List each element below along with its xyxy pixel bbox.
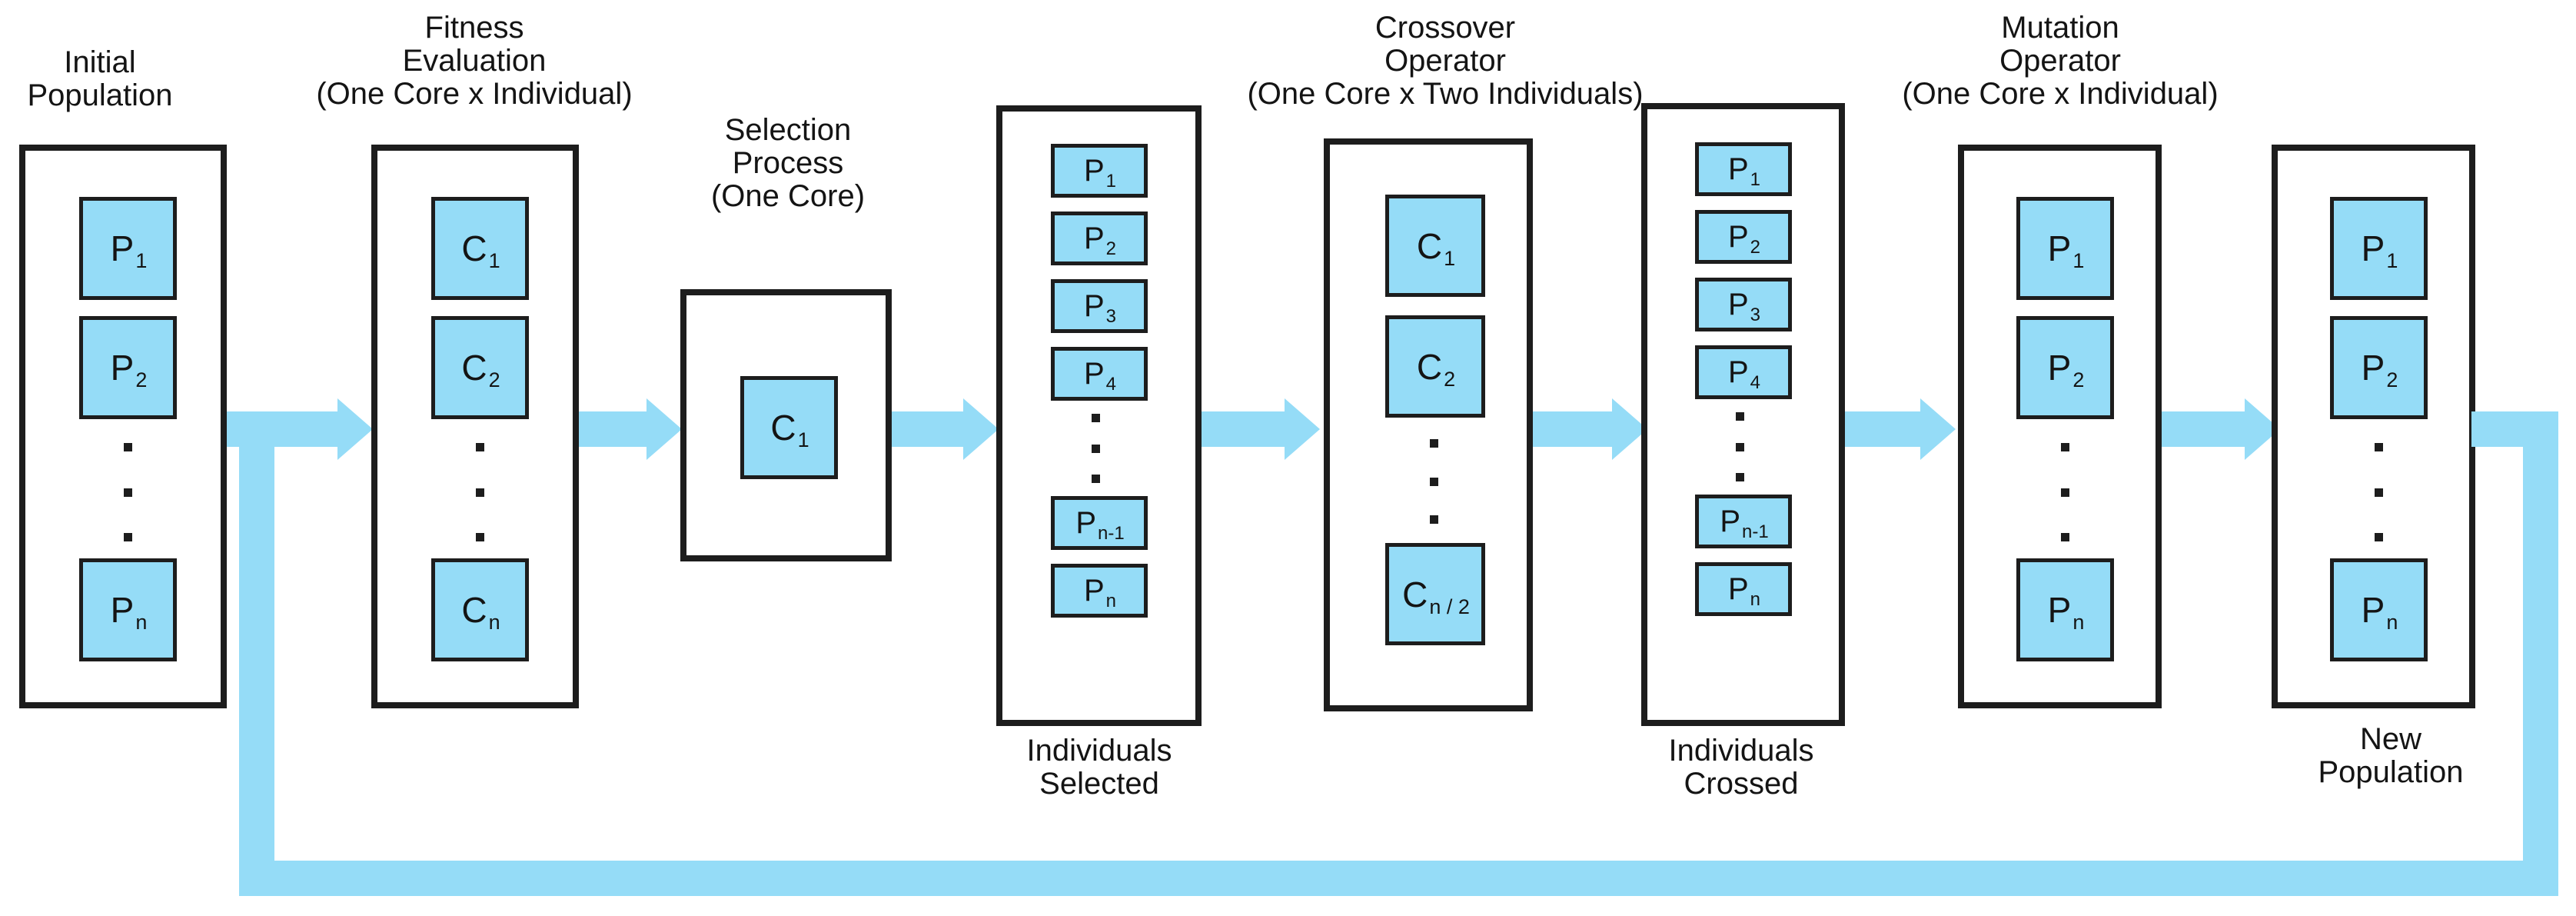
container-fitness-evaluation: C1 C2 Cn <box>371 145 579 708</box>
cell-individuals-selected-4: Pn-1 <box>1051 496 1148 550</box>
cell-fitness-evaluation-0: C1 <box>431 197 529 300</box>
ellipsis-individuals-selected <box>1092 414 1100 483</box>
cell-crossover-operator-0: C1 <box>1385 195 1485 297</box>
cell-label: P1 <box>1727 152 1761 190</box>
cell-label: Pn <box>110 590 148 634</box>
cell-label: P1 <box>110 228 148 272</box>
cell-label: P3 <box>1083 289 1117 327</box>
cell-individuals-crossed-5: Pn <box>1695 562 1792 616</box>
cell-initial-population-2: Pn <box>79 558 177 661</box>
cell-label: P4 <box>1727 355 1761 393</box>
cell-label: Cn / 2 <box>1402 574 1470 618</box>
cell-individuals-selected-5: Pn <box>1051 564 1148 618</box>
cell-mutation-operator-2: Pn <box>2016 558 2114 661</box>
stage-title-crossover-operator: Crossover Operator (One Core x Two Indiv… <box>1247 11 1644 111</box>
cell-new-population-2: Pn <box>2330 558 2428 661</box>
cell-individuals-crossed-3: P4 <box>1695 345 1792 399</box>
container-selection-process: C1 <box>680 289 892 561</box>
cell-initial-population-1: P2 <box>79 316 177 419</box>
container-initial-population: P1 P2 Pn <box>19 145 227 708</box>
cell-initial-population-0: P1 <box>79 197 177 300</box>
container-crossover-operator: C1 C2 Cn / 2 <box>1324 138 1533 711</box>
cell-individuals-selected-3: P4 <box>1051 347 1148 401</box>
cell-label: Pn <box>1083 574 1117 611</box>
stage-title-mutation-operator: Mutation Operator (One Core x Individual… <box>1902 11 2219 111</box>
ellipsis-initial-population <box>124 443 132 541</box>
cell-label: Pn <box>1727 572 1761 610</box>
cell-fitness-evaluation-1: C2 <box>431 316 529 419</box>
bottom-label-individuals-selected: Individuals Selected <box>1026 734 1172 801</box>
ellipsis-individuals-crossed <box>1736 412 1744 481</box>
cell-label: Pn-1 <box>1720 505 1769 542</box>
cell-selection-process-0: C1 <box>740 376 838 479</box>
cell-mutation-operator-0: P1 <box>2016 197 2114 300</box>
cell-individuals-selected-0: P1 <box>1051 144 1148 198</box>
cell-label: C1 <box>461 228 500 272</box>
flow-arrow-selected-to-crossover <box>1202 398 1348 460</box>
cell-new-population-1: P2 <box>2330 316 2428 419</box>
bottom-label-new-population: New Population <box>2318 722 2464 789</box>
ellipsis-new-population <box>2375 443 2383 541</box>
cell-label: C1 <box>1416 225 1456 270</box>
cell-label: Pn <box>2047 590 2085 634</box>
flow-arrow-fitness-to-selection <box>579 398 725 460</box>
cell-label: P4 <box>1083 357 1117 395</box>
cell-label: P1 <box>1083 154 1117 192</box>
cell-label: P2 <box>2047 348 2085 391</box>
cell-individuals-crossed-4: Pn-1 <box>1695 495 1792 548</box>
stage-title-selection-process: Selection Process (One Core) <box>710 113 866 213</box>
bottom-label-individuals-crossed: Individuals Crossed <box>1668 734 1814 801</box>
cell-crossover-operator-2: Cn / 2 <box>1385 543 1485 645</box>
cell-individuals-crossed-1: P2 <box>1695 210 1792 264</box>
container-mutation-operator: P1 P2 Pn <box>1958 145 2162 708</box>
container-individuals-crossed: P1 P2 P3 P4 Pn-1 Pn <box>1641 103 1845 726</box>
stage-title-initial-population: Initial Population <box>27 45 173 112</box>
cell-fitness-evaluation-2: Cn <box>431 558 529 661</box>
cell-crossover-operator-1: C2 <box>1385 315 1485 418</box>
ellipsis-mutation-operator <box>2061 443 2069 541</box>
cell-label: Cn <box>461 590 500 634</box>
cell-label: P1 <box>2361 228 2398 272</box>
cell-mutation-operator-1: P2 <box>2016 316 2114 419</box>
stage-title-fitness-evaluation: Fitness Evaluation (One Core x Individua… <box>316 11 633 111</box>
flow-arrow-selection-to-selected <box>892 398 1038 460</box>
cell-individuals-selected-2: P3 <box>1051 279 1148 333</box>
cell-individuals-selected-1: P2 <box>1051 212 1148 265</box>
cell-individuals-crossed-0: P1 <box>1695 142 1792 196</box>
cell-label: C2 <box>1416 346 1456 391</box>
ellipsis-fitness-evaluation <box>476 443 484 541</box>
ellipsis-crossover-operator <box>1430 439 1438 524</box>
container-new-population: P1 P2 Pn <box>2272 145 2475 708</box>
cell-label: P1 <box>2047 228 2085 272</box>
cell-label: Pn <box>2361 590 2398 634</box>
cell-label: Pn-1 <box>1075 506 1125 544</box>
cell-label: P2 <box>1083 222 1117 259</box>
feedback-loop-left-vertical <box>239 433 274 896</box>
cell-label: C2 <box>461 348 500 391</box>
container-individuals-selected: P1 P2 P3 P4 Pn-1 Pn <box>996 105 1202 726</box>
cell-label: P2 <box>2361 348 2398 391</box>
cell-label: P2 <box>110 348 148 391</box>
cell-individuals-crossed-2: P3 <box>1695 278 1792 331</box>
feedback-loop-right-vertical <box>2523 411 2558 896</box>
cell-label: P3 <box>1727 288 1761 325</box>
feedback-loop-bottom-horizontal <box>239 861 2558 896</box>
cell-label: P2 <box>1727 220 1761 258</box>
cell-label: C1 <box>770 408 809 451</box>
cell-new-population-0: P1 <box>2330 197 2428 300</box>
flow-arrow-crossed-to-mutation <box>1845 398 1991 460</box>
